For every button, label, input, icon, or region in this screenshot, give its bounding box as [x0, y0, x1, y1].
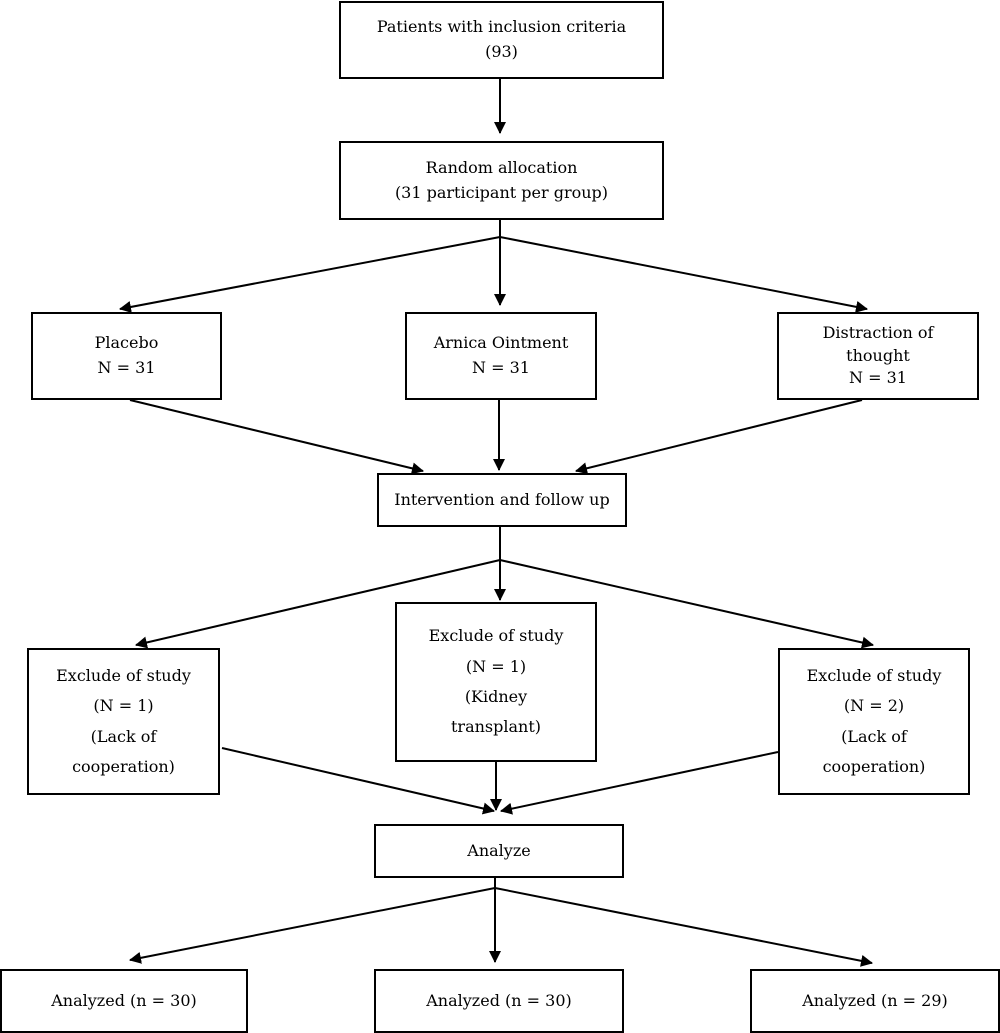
exclude-left-box: Exclude of study (N = 1) (Lack of cooper… [27, 648, 220, 795]
arrow-exclude-left-to-analyze [221, 747, 495, 815]
arnica-label: Arnica Ointment [433, 333, 569, 353]
exclude-middle-count: (N = 1) [465, 656, 527, 676]
intervention-text: Intervention and follow up [394, 489, 610, 509]
exclude-middle-reason-line2: transplant) [450, 717, 541, 737]
arrow-distraction-to-intervention [575, 399, 863, 475]
exclude-right-box: Exclude of study (N = 2) (Lack of cooper… [778, 648, 970, 795]
exclude-left-reason-line1: (Lack of [90, 726, 157, 746]
arrow-placebo-to-intervention [129, 399, 424, 475]
distraction-label-line2: thought [846, 345, 910, 365]
analyzed-left-box: Analyzed (n = 30) [0, 969, 248, 1033]
arrow-intervention-to-exclude-right [499, 559, 874, 649]
placebo-group-box: Placebo N = 31 [31, 312, 222, 400]
arnica-ointment-box: Arnica Ointment N = 31 [405, 312, 597, 400]
exclude-right-reason-line1: (Lack of [841, 726, 907, 746]
inclusion-count: (93) [485, 42, 518, 61]
arrow-allocation-to-placebo [119, 236, 501, 313]
exclude-left-count: (N = 1) [93, 696, 154, 716]
random-allocation-detail: (31 participant per group) [394, 182, 609, 202]
arnica-count: N = 31 [472, 358, 530, 377]
exclude-middle-box: Exclude of study (N = 1) (Kidney transpl… [395, 602, 597, 762]
distraction-of-thought-box: Distraction of thought N = 31 [777, 312, 979, 400]
exclude-middle-reason-line1: (Kidney [464, 687, 528, 706]
exclude-left-title: Exclude of study [56, 665, 191, 685]
exclude-right-count: (N = 2) [843, 696, 905, 716]
random-allocation-box: Random allocation (31 participant per gr… [339, 141, 664, 220]
exclude-left-reason-line2: cooperation) [72, 756, 175, 776]
exclude-right-title: Exclude of study [806, 665, 942, 685]
analyzed-right-text: Analyzed (n = 29) [802, 990, 948, 1010]
arrow-allocation-to-distraction [499, 236, 868, 313]
intervention-follow-up-box: Intervention and follow up [377, 473, 627, 527]
placebo-count: N = 31 [97, 358, 156, 377]
distraction-label-line1: Distraction of [822, 323, 934, 343]
inclusion-criteria-box: Patients with inclusion criteria (93) [339, 1, 664, 79]
analyzed-left-text: Analyzed (n = 30) [51, 990, 197, 1010]
analyzed-middle-box: Analyzed (n = 30) [374, 969, 624, 1033]
placebo-label: Placebo [94, 333, 159, 353]
exclude-right-reason-line2: cooperation) [822, 756, 926, 776]
arrow-exclude-right-to-analyze [500, 751, 779, 815]
analyze-text: Analyze [467, 840, 531, 860]
analyzed-right-box: Analyzed (n = 29) [750, 969, 1000, 1033]
arrow-analyze-to-analyzed-right [494, 887, 873, 967]
inclusion-criteria-text: Patients with inclusion criteria [376, 17, 627, 37]
distraction-count: N = 31 [849, 368, 907, 388]
exclude-middle-title: Exclude of study [428, 626, 564, 646]
analyzed-middle-text: Analyzed (n = 30) [426, 990, 572, 1010]
arrow-intervention-to-exclude-left [135, 559, 501, 649]
analyze-box: Analyze [374, 824, 624, 878]
arrow-analyze-to-analyzed-left [129, 887, 496, 964]
random-allocation-text: Random allocation [425, 157, 578, 177]
